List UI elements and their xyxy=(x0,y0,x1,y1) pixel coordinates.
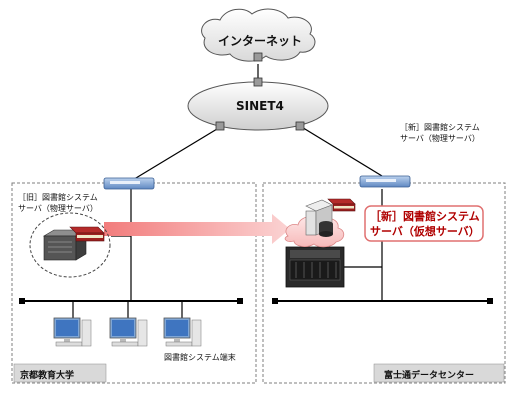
kyoto-site-label: 京都教育大学 xyxy=(20,371,75,381)
virtual-server-caption: ［新］図書館システム サーバ（仮想サーバ） xyxy=(370,209,480,239)
kyoto-switch xyxy=(103,177,155,190)
terminal-2 xyxy=(109,317,148,347)
new-physical-server-caption: ［新］図書館システム サーバ（物理サーバ） xyxy=(400,122,480,144)
old-server-line1: ［旧］図書館システム xyxy=(18,193,98,202)
terminal-1 xyxy=(53,317,92,347)
fujitsu-label-box xyxy=(373,363,505,383)
old-server-book-icon xyxy=(69,226,105,242)
virtual-server-line2: サーバ（仮想サーバ） xyxy=(370,225,480,238)
datacenter-switch xyxy=(359,175,411,188)
fujitsu-site-label: 富士通データセンター xyxy=(384,371,475,381)
old-server-line2: サーバ（物理サーバ） xyxy=(18,204,98,213)
internet-label: インターネット xyxy=(218,34,303,48)
connector-nodes xyxy=(215,52,305,131)
new-physical-server-line1: ［新］図書館システム xyxy=(400,123,480,132)
internet-cloud xyxy=(201,8,316,62)
virtual-server-line1: ［新］図書館システム xyxy=(370,210,480,223)
sinet-label: SINET4 xyxy=(236,99,284,113)
terminals-label: 図書館システム端末 xyxy=(164,353,236,362)
new-server-rack-icon xyxy=(285,246,345,288)
new-physical-server-line2: サーバ（物理サーバ） xyxy=(400,134,480,143)
old-server-caption: ［旧］図書館システム サーバ（物理サーバ） xyxy=(18,192,98,214)
new-server-book-icon xyxy=(327,198,356,212)
terminal-3 xyxy=(163,317,202,347)
migration-arrow xyxy=(104,214,290,244)
virtual-server-callout xyxy=(364,205,484,242)
kyoto-label-box xyxy=(13,363,107,383)
virtual-server-icon xyxy=(305,199,333,237)
terminal-links xyxy=(72,301,183,318)
old-server-dashed-circle xyxy=(29,212,111,278)
old-server-icon xyxy=(42,229,88,261)
lan-end-nodes xyxy=(19,298,493,304)
